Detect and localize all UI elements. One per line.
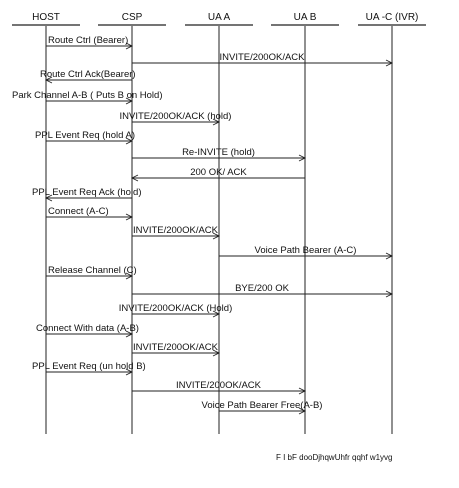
messages: Route Ctrl (Bearer) INVITE/200OK/ACK Route… xyxy=(12,35,394,415)
diagram-caption: F I bF dooDjhqwUhfr qqhf w1yvg xyxy=(276,453,393,462)
lifelines xyxy=(45,26,393,434)
message-label: PPL Event Req Ack (hold) xyxy=(32,187,141,198)
message-8: 200 OK/ ACK xyxy=(130,167,305,182)
message-label: INVITE/200OK/ACK xyxy=(176,380,262,391)
message-arrowhead xyxy=(125,272,134,280)
message-11: INVITE/200OK/ACK xyxy=(132,225,221,240)
message-arrowhead xyxy=(298,407,307,415)
message-9: PPL Event Req Ack (hold) xyxy=(32,187,141,202)
message-label: Connect (A-C) xyxy=(48,206,109,217)
message-arrowhead xyxy=(298,154,307,162)
participant-uab-label: UA B xyxy=(294,12,317,23)
message-6: PPL Event Req (hold A) xyxy=(35,130,135,145)
message-16: Connect With data (A-B) xyxy=(36,323,139,338)
participant-uaa-label: UA A xyxy=(208,12,231,23)
participant-host-label: HOST xyxy=(32,12,60,23)
message-label: INVITE/200OK/ACK xyxy=(133,342,219,353)
message-5: INVITE/200OK/ACK (hold) xyxy=(120,111,232,126)
message-label: INVITE/200OK/ACK xyxy=(219,52,305,63)
message-arrowhead xyxy=(125,330,134,338)
message-arrowhead xyxy=(298,387,307,395)
message-label: Connect With data (A-B) xyxy=(36,323,139,334)
message-arrowhead xyxy=(125,42,134,50)
participant-csp-label: CSP xyxy=(122,12,143,23)
message-1: Route Ctrl (Bearer) xyxy=(46,35,134,50)
message-arrowhead xyxy=(385,59,394,67)
message-label: BYE/200 OK xyxy=(235,283,290,294)
message-17: INVITE/200OK/ACK xyxy=(132,342,221,357)
message-label: Route Ctrl Ack(Bearer) xyxy=(40,69,136,80)
message-label: Park Channel A-B ( Puts B on Hold) xyxy=(12,90,163,101)
message-12: Voice Path Bearer (A-C) xyxy=(219,245,394,260)
message-19: INVITE/200OK/ACK xyxy=(132,380,307,395)
message-label: PPL Event Req (hold A) xyxy=(35,130,135,141)
message-arrowhead xyxy=(212,232,221,240)
message-10: Connect (A-C) xyxy=(46,206,134,221)
message-label: Route Ctrl (Bearer) xyxy=(48,35,128,46)
message-20: Voice Path Bearer Free(A-B) xyxy=(202,400,323,415)
message-arrowhead xyxy=(125,97,134,105)
message-label: Voice Path Bearer Free(A-B) xyxy=(202,400,323,411)
message-label: PPL Event Req (un hold B) xyxy=(32,361,146,372)
message-7: Re-INVITE (hold) xyxy=(132,147,307,162)
message-14: BYE/200 OK xyxy=(132,283,394,298)
message-arrowhead xyxy=(125,213,134,221)
message-arrowhead xyxy=(44,194,53,202)
message-arrowhead xyxy=(44,76,53,84)
message-arrowhead xyxy=(385,252,394,260)
message-arrowhead xyxy=(125,368,134,376)
message-arrowhead xyxy=(125,137,134,145)
message-13: Release Channel (C) xyxy=(46,265,137,280)
message-15: INVITE/200OK/ACK (Hold) xyxy=(119,303,233,318)
message-18: PPL Event Req (un hold B) xyxy=(32,361,146,376)
participant-headers: HOST CSP UA A UA B UA -C (IVR) xyxy=(12,12,426,26)
message-label: Release Channel (C) xyxy=(48,265,137,276)
message-arrowhead xyxy=(385,290,394,298)
message-label: INVITE/200OK/ACK xyxy=(133,225,219,236)
message-label: INVITE/200OK/ACK (Hold) xyxy=(119,303,233,314)
message-label: Voice Path Bearer (A-C) xyxy=(255,245,357,256)
message-4: Park Channel A-B ( Puts B on Hold) xyxy=(12,90,163,105)
participant-uac-label: UA -C (IVR) xyxy=(366,12,419,23)
message-arrowhead xyxy=(212,118,221,126)
message-3: Route Ctrl Ack(Bearer) xyxy=(40,69,136,84)
message-label: Re-INVITE (hold) xyxy=(182,147,255,158)
message-arrowhead xyxy=(130,174,139,182)
message-2: INVITE/200OK/ACK xyxy=(132,52,394,67)
message-arrowhead xyxy=(212,349,221,357)
message-arrowhead xyxy=(212,310,221,318)
message-label: INVITE/200OK/ACK (hold) xyxy=(120,111,232,122)
message-label: 200 OK/ ACK xyxy=(190,167,247,178)
